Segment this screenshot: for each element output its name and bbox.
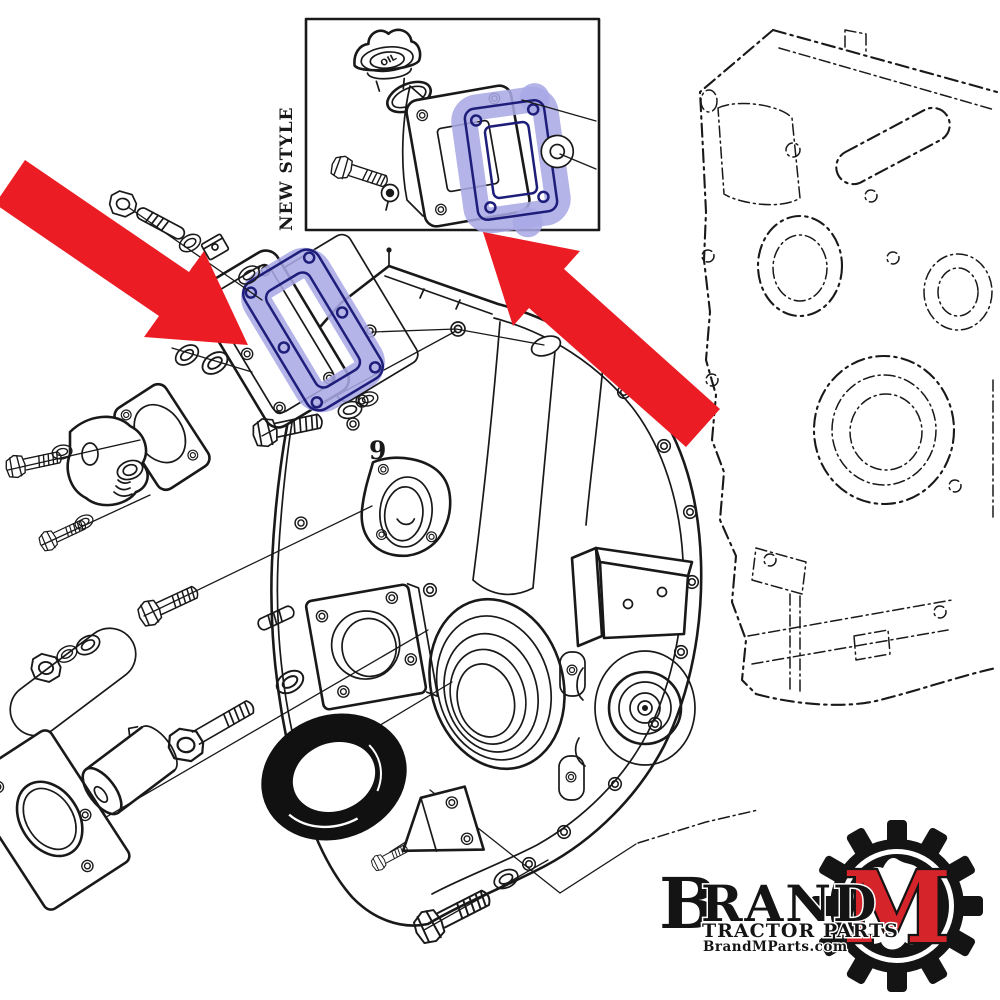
oil-passage-boss bbox=[530, 335, 562, 357]
stud bbox=[136, 207, 186, 240]
threaded-stub bbox=[257, 605, 295, 631]
red-arrow-left bbox=[0, 160, 248, 345]
leader-lines bbox=[521, 99, 597, 170]
hardware bbox=[0, 188, 537, 949]
inset-new-style: OIL bbox=[277, 17, 601, 238]
leader-line bbox=[41, 494, 151, 546]
idler-boss bbox=[574, 650, 696, 767]
gasket-highlight-left bbox=[241, 247, 385, 413]
valve-body bbox=[66, 415, 149, 507]
part-number: 9 bbox=[369, 436, 386, 465]
ghost-capsule bbox=[9, 627, 137, 737]
oil-seal bbox=[261, 713, 407, 841]
nut-with-hole bbox=[380, 183, 400, 211]
lug bbox=[558, 755, 585, 801]
gasket-outline bbox=[241, 248, 385, 412]
crankshaft-bore bbox=[428, 597, 566, 771]
oil-cap: OIL bbox=[353, 28, 422, 92]
side-cover-assembly bbox=[193, 247, 385, 429]
spacer-cylinder bbox=[81, 725, 178, 816]
engine-block-phantom bbox=[637, 28, 999, 844]
gasket-plate bbox=[0, 729, 131, 911]
small-bracket bbox=[401, 785, 485, 853]
mounting-bracket bbox=[570, 546, 694, 648]
relief-valve-assembly bbox=[3, 382, 211, 554]
brand-rest: RAND bbox=[701, 874, 878, 933]
leader-line bbox=[171, 347, 253, 373]
filler-neck-side bbox=[401, 85, 427, 217]
lug bbox=[559, 651, 586, 697]
brand-initial: B bbox=[659, 862, 718, 945]
leader-line bbox=[143, 505, 373, 617]
gear-icon: M bbox=[811, 820, 983, 992]
gear-letter: M bbox=[843, 851, 951, 966]
bolt-shank bbox=[191, 700, 255, 745]
brand-logo: M B RAND TRACTOR PARTS BrandMParts.com bbox=[658, 820, 983, 992]
leader-line bbox=[127, 206, 263, 301]
bottom-left-cluster bbox=[0, 578, 309, 911]
mount-boss bbox=[540, 134, 575, 169]
logo-tagline: TRACTOR PARTS bbox=[702, 920, 899, 942]
oval-flange bbox=[360, 456, 452, 558]
inset-label: NEW STYLE bbox=[277, 107, 297, 231]
logo-website: BrandMParts.com bbox=[703, 939, 848, 955]
leader-line bbox=[7, 439, 141, 471]
gasket-halo bbox=[241, 247, 385, 413]
gasket-highlight-inset bbox=[451, 83, 575, 238]
lock-plate bbox=[200, 233, 230, 261]
leader-line bbox=[371, 328, 545, 346]
splat-shape bbox=[852, 858, 938, 950]
red-arrow-right bbox=[483, 232, 720, 447]
